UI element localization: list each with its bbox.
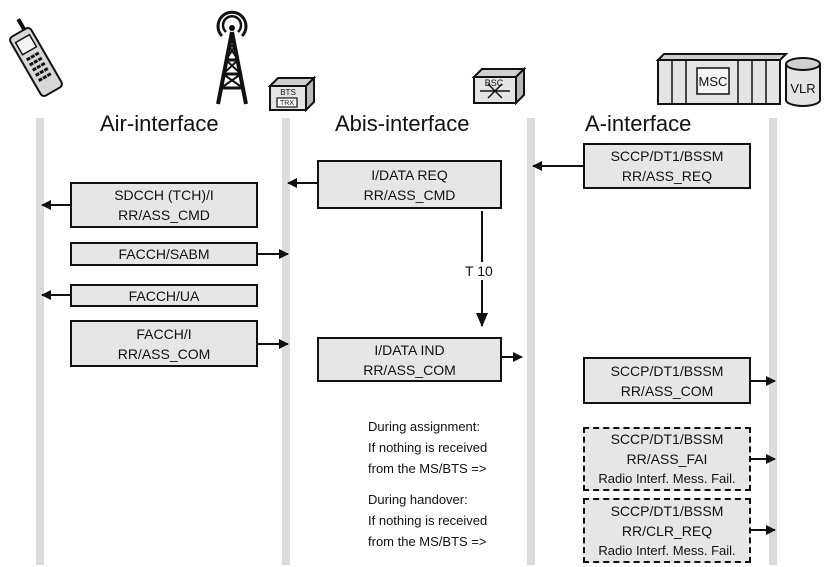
msg-line: Radio Interf. Mess. Fail. [598,471,736,486]
vlr-label: VLR [790,81,815,96]
note-line: from the MS/BTS => [368,461,487,476]
msg-line: FACCH/SABM [118,246,210,262]
header-a-interface: A-interface [585,111,692,136]
msg-line: RR/ASS_FAI [626,451,708,467]
msg-line: FACCH/I [136,325,192,342]
msg-sccp-ass-req: SCCP/DT1/BSSM RR/ASS_REQ [583,143,751,189]
bts-cabinet-icon [267,75,317,113]
note-line: During assignment: [368,419,480,434]
msg-line: SCCP/DT1/BSSM [610,431,724,447]
timer-t10-label: T 10 [462,262,496,280]
msg-line: RR/ASS_COM [117,345,211,362]
msg-line: SCCP/DT1/BSSM [610,148,724,164]
msg-line: RR/ASS_REQ [621,168,713,184]
lifeline-bsc [527,118,535,565]
msg-sccp-clr-req: SCCP/DT1/BSSM RR/CLR_REQ Radio Interf. M… [583,498,751,563]
msg-line: RR/CLR_REQ [621,522,713,539]
msg-i-data-req: I/DATA REQ RR/ASS_CMD [317,160,502,209]
msg-line: I/DATA REQ [371,166,448,183]
antenna-tower-icon [216,10,248,105]
lifeline-msc [769,118,777,565]
header-abis-interface: Abis-interface [335,111,470,136]
msg-line: I/DATA IND [374,341,445,358]
msg-facch-ass-com: FACCH/I RR/ASS_COM [70,320,258,367]
msc-rack-icon [655,53,789,105]
bsc-label: BSC [485,78,504,88]
msg-line: RR/ASS_CMD [118,207,210,223]
note-during-assignment: During assignment: If nothing is receive… [368,416,487,479]
trx-label: TRX [280,100,294,107]
bts-label: BTS [280,88,296,97]
note-line: If nothing is received [368,440,488,455]
msg-line: Radio Interf. Mess. Fail. [598,542,736,558]
vlr-database-icon [785,57,821,107]
header-air-interface: Air-interface [100,111,219,136]
msg-facch-sabm: FACCH/SABM [70,242,258,266]
note-line: from the MS/BTS => [368,534,487,549]
msg-i-data-ind: I/DATA IND RR/ASS_COM [317,337,502,382]
bsc-cabinet-icon [471,66,527,106]
msg-facch-ua: FACCH/UA [70,284,258,307]
msg-line: SCCP/DT1/BSSM [610,362,724,379]
msg-line: SCCP/DT1/BSSM [610,502,724,519]
msg-line: RR/ASS_CMD [363,186,456,203]
msg-sccp-ass-com: SCCP/DT1/BSSM RR/ASS_COM [583,357,751,404]
msg-line: RR/ASS_COM [363,361,456,378]
mobile-phone-icon [9,18,63,97]
msg-line: SDCCH (TCH)/I [114,187,214,203]
note-line: During handover: [368,492,468,507]
msg-line: FACCH/UA [128,287,200,304]
msg-sdcch-ass-cmd: SDCCH (TCH)/I RR/ASS_CMD [70,182,258,228]
lifeline-ms [36,118,44,565]
msg-sccp-ass-fai: SCCP/DT1/BSSM RR/ASS_FAI Radio Interf. M… [583,427,751,491]
msg-line: RR/ASS_COM [620,382,714,399]
note-line: If nothing is received [368,513,488,528]
note-during-handover: During handover: If nothing is received … [368,489,487,552]
msc-label: MSC [699,74,728,89]
